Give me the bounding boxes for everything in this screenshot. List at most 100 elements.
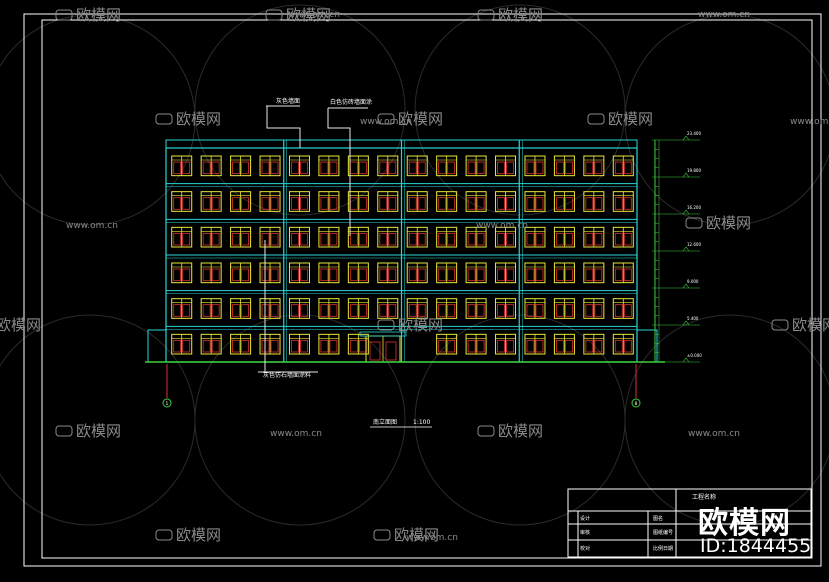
watermark-logo-icon (477, 9, 495, 21)
window (230, 155, 252, 177)
watermark-brand: 欧模网 (286, 6, 331, 24)
window (171, 333, 193, 355)
watermark-brand: 欧模网 (608, 110, 653, 128)
watermark-id: ID:1844455 (700, 535, 812, 557)
watermark-logo-icon (477, 425, 495, 437)
watermark-site: www.om.cn (688, 429, 740, 439)
watermark-logo-icon (771, 319, 789, 331)
watermark-brand: 欧模网 (176, 110, 221, 128)
watermark-site: www.om.cn (476, 221, 528, 231)
window (612, 298, 634, 319)
watermark-brand: 欧模网 (498, 422, 543, 440)
watermark-site: www.om.cn (360, 117, 412, 127)
window (230, 191, 252, 212)
window (524, 262, 546, 284)
elevation-label: ±0.000 (687, 353, 702, 358)
window (612, 333, 634, 355)
watermark-logo-icon (55, 425, 73, 437)
window (495, 333, 517, 355)
elevation-label: 12.600 (687, 242, 701, 247)
window (347, 226, 369, 248)
window (377, 226, 399, 248)
window (406, 191, 428, 212)
watermark-logo-icon (373, 529, 391, 541)
drawing-title: 南立面图 (373, 418, 397, 426)
annotation-bottom: 灰色仿石墙面涂料 (263, 371, 311, 379)
window (259, 298, 281, 319)
elevation-marker (682, 283, 690, 289)
window (288, 333, 310, 355)
window (200, 262, 222, 284)
window (524, 298, 546, 319)
window (200, 298, 222, 319)
watermark-logo-icon (377, 319, 395, 331)
window (553, 226, 575, 248)
window (318, 226, 340, 248)
elevation-label: 9.000 (687, 279, 699, 284)
watermark-logo-icon (587, 113, 605, 125)
watermark-site: www.om.cn (790, 117, 829, 127)
window (259, 155, 281, 177)
window (230, 298, 252, 319)
window (553, 333, 575, 355)
annotation-top-right: 白色仿砖墙面涂 (330, 98, 372, 106)
watermark-logo-icon (55, 9, 73, 21)
window (318, 333, 340, 355)
window (318, 191, 340, 212)
entrance-door (359, 331, 407, 363)
title-block-project-label: 工程名称 (692, 493, 716, 501)
annotation-leaders (258, 105, 368, 373)
window (288, 262, 310, 284)
window (583, 155, 605, 177)
elevation-marker (682, 209, 690, 215)
window (583, 333, 605, 355)
window (230, 262, 252, 284)
window (347, 333, 369, 355)
grid-marker-1-label: 1 (166, 401, 169, 407)
window (171, 226, 193, 248)
watermark-brand: 欧模网 (76, 6, 121, 24)
watermark-logo-icon (377, 113, 395, 125)
window (406, 155, 428, 177)
window (553, 262, 575, 284)
window (465, 155, 487, 177)
window (465, 298, 487, 319)
window (524, 155, 546, 177)
window (495, 226, 517, 248)
window (553, 298, 575, 319)
window (495, 262, 517, 284)
grid-axis-markers: 1 8 (162, 364, 641, 408)
window (436, 191, 458, 212)
watermark-logo-icon (155, 113, 173, 125)
window (553, 191, 575, 212)
window (259, 262, 281, 284)
window (377, 155, 399, 177)
watermark-site: www.om.cn (698, 10, 750, 20)
annotation-top-left: 灰色墙面 (276, 97, 300, 105)
watermark-brand-large: 欧模网 (698, 506, 791, 541)
wing-right (636, 329, 658, 363)
window (406, 298, 428, 319)
window (288, 298, 310, 319)
window (259, 333, 281, 355)
window (612, 191, 634, 212)
window (230, 333, 252, 355)
elevation-marker (682, 172, 690, 178)
window (406, 226, 428, 248)
watermark-brand: 欧模网 (706, 214, 751, 232)
window (171, 155, 193, 177)
window (200, 155, 222, 177)
window (436, 226, 458, 248)
window (288, 191, 310, 212)
elevation-marker (682, 246, 690, 252)
elevation-label: 5.400 (687, 316, 699, 321)
window (495, 191, 517, 212)
watermark-layer: 欧模网欧模网欧模网欧模网欧模网欧模网欧模网欧模网欧模网欧模网欧模网欧模网欧模网欧… (0, 6, 829, 544)
window (377, 191, 399, 212)
watermark-brand: 欧模网 (498, 6, 543, 24)
window (171, 298, 193, 319)
window (347, 298, 369, 319)
watermark-logo-icon (155, 529, 173, 541)
